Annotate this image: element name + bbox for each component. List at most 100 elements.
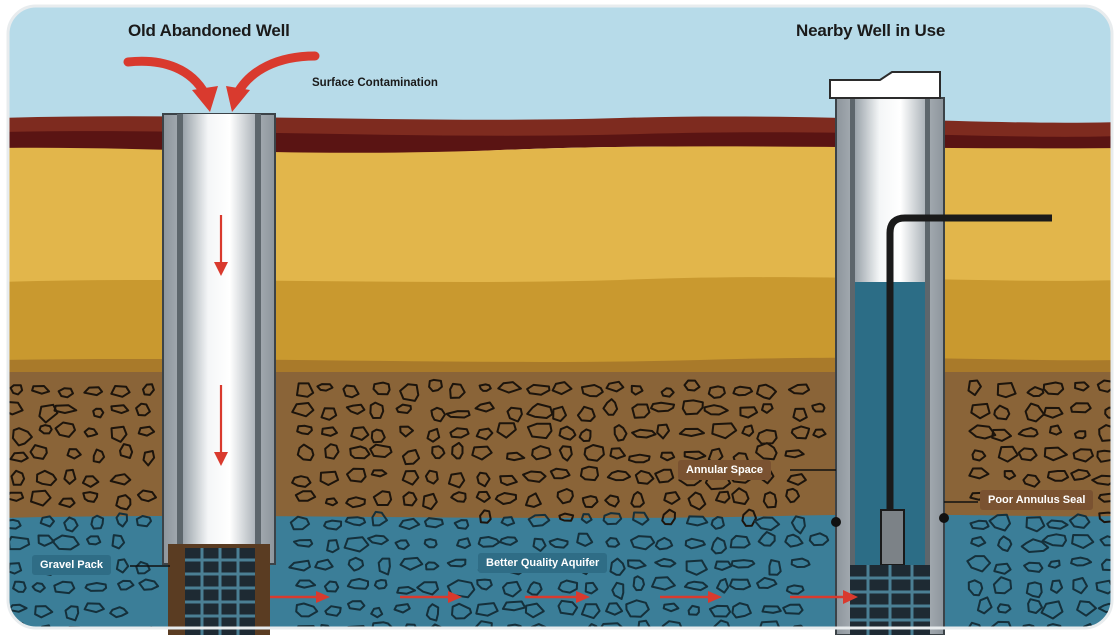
- pebble: [424, 517, 444, 529]
- pebble: [370, 606, 384, 619]
- pebble: [992, 576, 1013, 595]
- pebble: [342, 384, 360, 399]
- pebble: [350, 426, 370, 441]
- pebble: [1073, 430, 1087, 440]
- pebble: [115, 558, 130, 574]
- pebble: [756, 429, 778, 445]
- pebble: [349, 445, 371, 460]
- pebble: [1097, 492, 1112, 503]
- pebble: [731, 602, 752, 619]
- pebble: [135, 402, 151, 417]
- pebble: [683, 379, 701, 392]
- pebble: [476, 471, 491, 488]
- pebble: [628, 453, 651, 464]
- pebble: [291, 475, 312, 488]
- pebble: [399, 383, 420, 402]
- pebble: [39, 515, 55, 528]
- pebble: [446, 579, 476, 599]
- pebble: [784, 533, 804, 548]
- pebble: [630, 384, 644, 396]
- pebble: [681, 399, 704, 416]
- pebble: [1027, 598, 1043, 614]
- pebble: [369, 443, 393, 458]
- pebble: [1046, 470, 1070, 482]
- pebble: [580, 384, 604, 398]
- pebble: [293, 539, 314, 548]
- pebble: [494, 492, 517, 505]
- pebble: [373, 579, 388, 590]
- pebble: [758, 620, 781, 628]
- pebble: [110, 404, 130, 415]
- pebble: [9, 384, 24, 396]
- pebble: [755, 442, 778, 461]
- pebble: [372, 490, 393, 506]
- pebble: [606, 470, 632, 482]
- pebble: [654, 468, 675, 484]
- pebble: [1098, 511, 1112, 524]
- pebble: [1072, 448, 1094, 463]
- pebble: [425, 603, 440, 622]
- pebble: [583, 444, 605, 462]
- pebble: [996, 382, 1017, 399]
- pebble: [970, 536, 987, 548]
- pebble: [768, 559, 782, 576]
- pebble: [38, 424, 53, 435]
- pebble: [728, 578, 752, 591]
- pebble: [475, 602, 499, 617]
- pebble: [295, 602, 319, 618]
- pebble: [53, 580, 76, 595]
- pebble: [1021, 623, 1036, 628]
- pebble: [402, 491, 418, 507]
- pebble: [1081, 623, 1096, 628]
- pebble: [347, 600, 366, 611]
- pebble: [295, 579, 317, 589]
- pebble: [83, 386, 104, 397]
- pebble: [456, 537, 472, 549]
- pebble: [1095, 579, 1112, 595]
- pebble: [119, 443, 134, 459]
- surface-contamination-label: Surface Contamination: [312, 77, 438, 89]
- pebble: [377, 557, 391, 576]
- pebble: [967, 621, 983, 628]
- pebble: [426, 427, 441, 443]
- pebble: [110, 425, 128, 443]
- pebble: [790, 515, 806, 535]
- pebble: [557, 579, 579, 594]
- pebble: [526, 581, 543, 596]
- pebble: [501, 600, 527, 612]
- pebble: [324, 497, 339, 507]
- pebble: [109, 473, 132, 486]
- pebble: [627, 559, 647, 570]
- pebble: [632, 575, 645, 592]
- pebble: [425, 561, 440, 571]
- pebble: [731, 487, 750, 505]
- pebble: [808, 532, 830, 547]
- pebble: [651, 576, 676, 591]
- pebble: [447, 472, 466, 489]
- pebble: [288, 559, 311, 572]
- pebble: [730, 559, 756, 569]
- pebble: [1070, 468, 1091, 481]
- pebble: [526, 402, 554, 419]
- pebble: [660, 451, 676, 462]
- pebble: [142, 450, 156, 467]
- pebble: [631, 428, 657, 439]
- pebble: [526, 422, 553, 440]
- pebble: [741, 508, 757, 527]
- pebble: [1070, 556, 1093, 567]
- pebble: [500, 516, 516, 527]
- pebble: [12, 580, 27, 593]
- new-well-title: Nearby Well in Use: [796, 21, 946, 40]
- pebble: [552, 405, 567, 423]
- pebble: [756, 383, 777, 400]
- pebble: [970, 402, 991, 420]
- pebble: [585, 623, 599, 628]
- pebble: [687, 491, 707, 511]
- pebble: [428, 378, 443, 393]
- pebble: [506, 406, 523, 423]
- old-well: [162, 113, 276, 635]
- pebble: [729, 534, 751, 549]
- pebble: [1074, 381, 1090, 392]
- pebble: [785, 487, 800, 504]
- pebble: [678, 427, 705, 437]
